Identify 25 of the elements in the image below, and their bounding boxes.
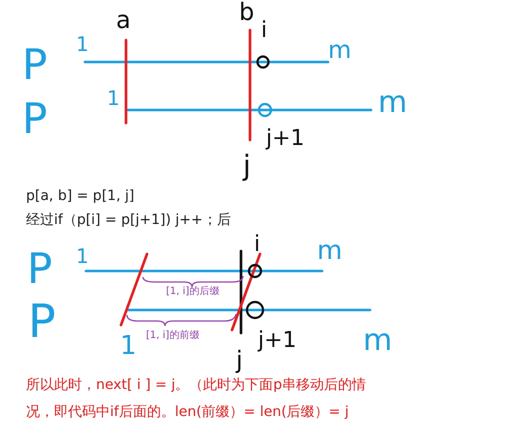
index-label: j+1 bbox=[266, 128, 305, 150]
string-label: P bbox=[28, 298, 56, 344]
brace-label: [1, i]的前缀 bbox=[146, 331, 200, 341]
index-label: j bbox=[243, 152, 251, 180]
index-label: 1 bbox=[107, 88, 120, 108]
index-label: 1 bbox=[76, 246, 89, 266]
index-label: j+1 bbox=[258, 330, 297, 352]
end-label: m bbox=[363, 326, 392, 356]
index-label: 1 bbox=[120, 333, 137, 359]
point-label: a bbox=[116, 8, 131, 32]
point-label: b bbox=[239, 0, 254, 24]
string-label: P bbox=[22, 98, 48, 140]
code-text: 经过if（p[i] = p[j+1]) j++；后 bbox=[26, 213, 231, 227]
string-label: P bbox=[22, 44, 48, 86]
index-label: i bbox=[261, 20, 268, 42]
string-label: P bbox=[27, 248, 52, 290]
index-label: i bbox=[254, 234, 260, 256]
index-label: 1 bbox=[76, 34, 89, 54]
code-text: p[a, b] = p[1, j] bbox=[26, 189, 134, 203]
index-label: j bbox=[236, 348, 243, 372]
brace-label: [1, i]的后缀 bbox=[166, 287, 220, 297]
end-label: m bbox=[317, 238, 342, 264]
note-text: 所以此时，next[ i ] = j。（此时为下面p串移动后的情况，即代码中if后面的。len(前缀）= len(后缀）= j bbox=[26, 376, 368, 422]
end-label: m bbox=[328, 38, 352, 62]
end-label: m bbox=[378, 88, 408, 118]
